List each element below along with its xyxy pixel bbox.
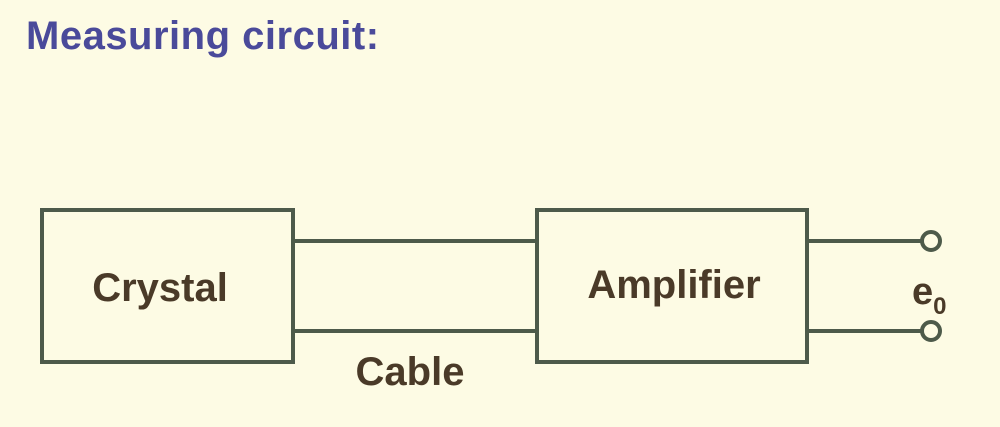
output-voltage-label: e0 <box>912 271 947 320</box>
output-terminal-bottom <box>920 320 942 342</box>
output-terminal-top <box>920 230 942 252</box>
diagram-title: Measuring circuit: <box>26 14 380 58</box>
amplifier-label: Amplifier <box>587 263 760 307</box>
crystal-block <box>40 208 295 364</box>
crystal-label: Crystal <box>92 266 228 310</box>
cable-label: Cable <box>356 350 465 394</box>
output-voltage-subscript: 0 <box>933 293 946 320</box>
output-voltage-symbol: e <box>912 271 933 313</box>
amplifier-block <box>535 208 809 364</box>
